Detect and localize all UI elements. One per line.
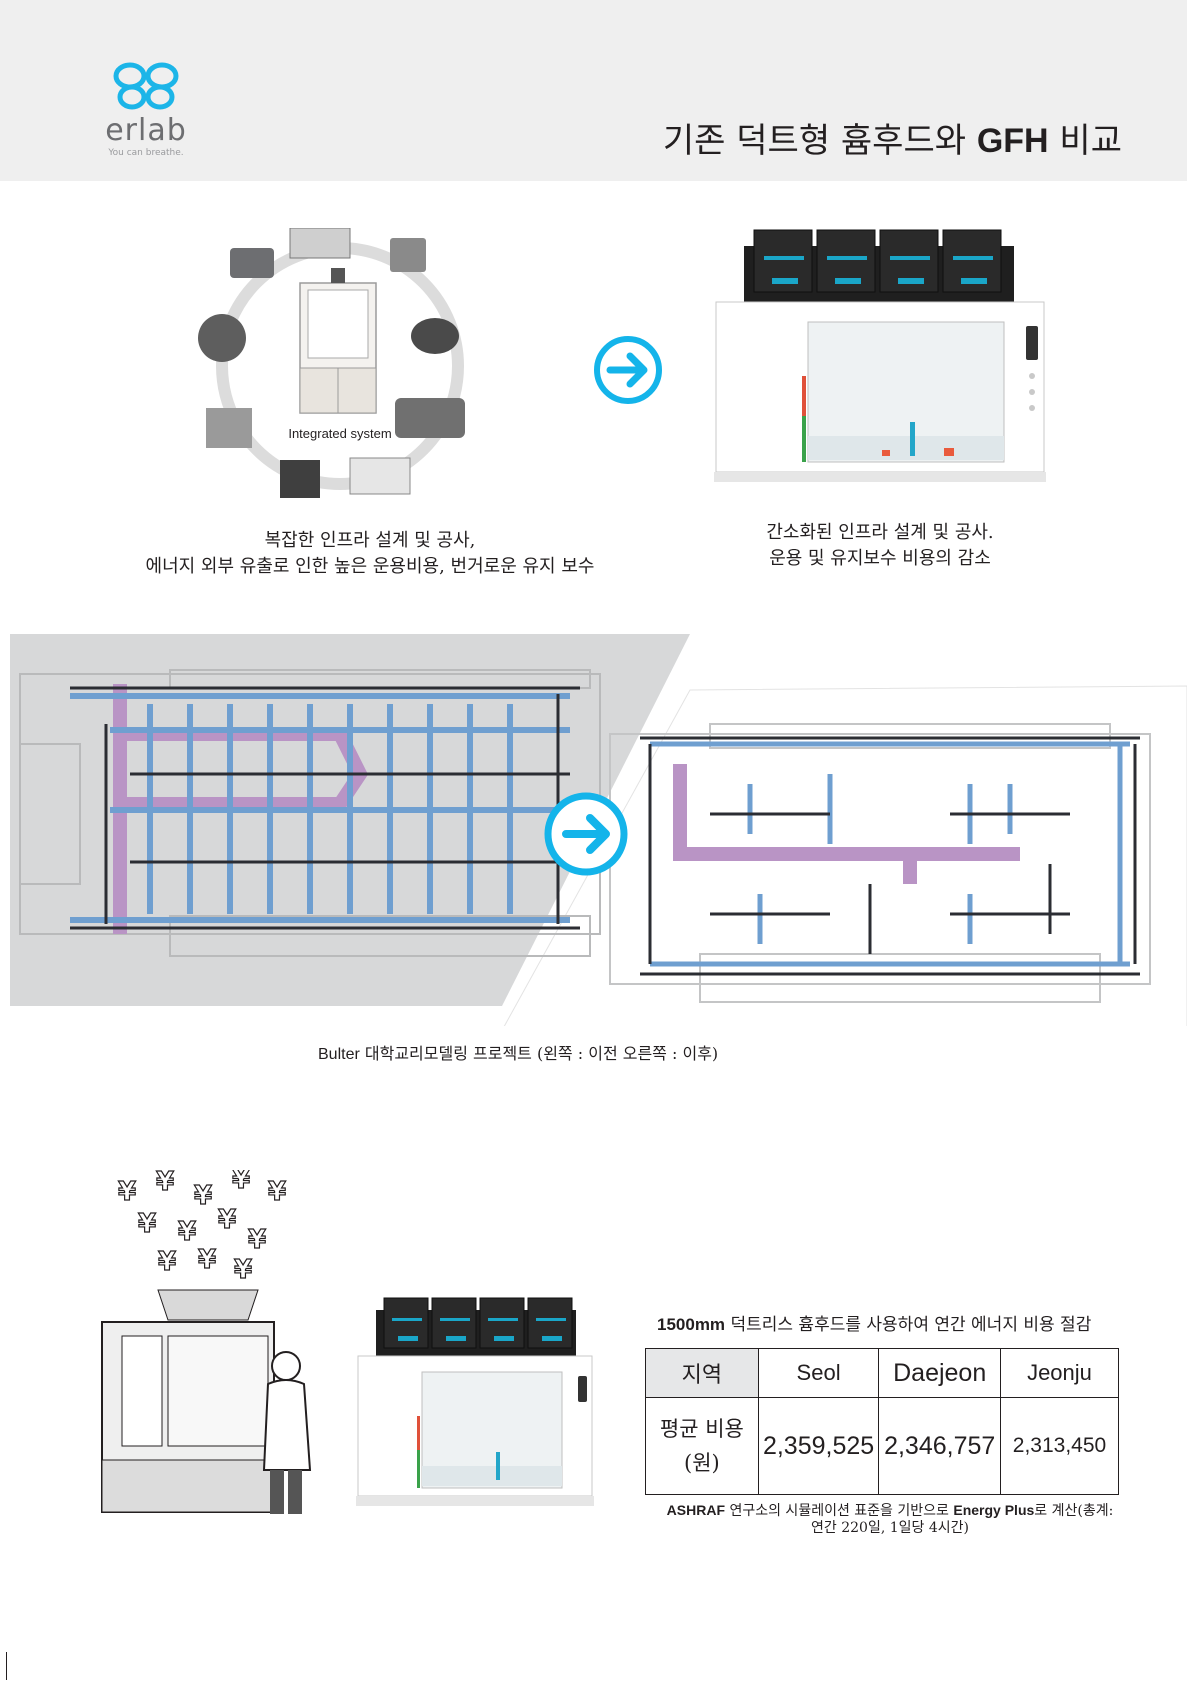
integrated-system-label: Integrated system	[288, 426, 391, 441]
svg-text:¥: ¥	[118, 1177, 136, 1207]
footnote-ko-2: 로 계산(총계: 연간 220일, 1일당 4시간)	[811, 1503, 1114, 1536]
title-ko-part1: 기존 덕트형 흄후드와	[662, 121, 977, 161]
svg-text:¥: ¥	[158, 1247, 176, 1277]
gfh-ductless-fumehood-image-small	[356, 1297, 594, 1506]
left-caption: 복잡한 인프라 설계 및 공사, 에너지 외부 유출로 인한 높은 운용비용, …	[130, 528, 610, 580]
right-caption: 간소화된 인프라 설계 및 공사. 운용 및 유지보수 비용의 감소	[720, 520, 1040, 572]
table-header-jeonju: Jeonju	[999, 1348, 1120, 1398]
plan-caption-ko: 대학교리모델링 프로젝트 (왼쪽 : 이전 오른쪽 : 이후)	[359, 1044, 719, 1063]
table-header-daejeon: Daejeon	[878, 1348, 1001, 1398]
svg-text:¥: ¥	[268, 1177, 286, 1207]
svg-text:¥: ¥	[194, 1181, 212, 1211]
footnote-ashraf: ASHRAF	[666, 1502, 726, 1518]
cost-table-title: 1500mm 덕트리스 흄후드를 사용하여 연간 에너지 비용 절감	[657, 1310, 1091, 1335]
svg-text:¥: ¥	[234, 1255, 252, 1285]
table-header-region: 지역	[645, 1348, 759, 1398]
svg-text:¥: ¥	[248, 1225, 266, 1255]
row-label-line1: 평균 비용	[659, 1417, 744, 1441]
left-caption-line1: 복잡한 인프라 설계 및 공사,	[264, 530, 476, 551]
table-header-row: 지역 Seol Daejeon Jeonju	[645, 1348, 1120, 1398]
plan-caption-en: Bulter	[318, 1046, 360, 1063]
integrated-system-illustration: Integrated system	[198, 228, 465, 498]
plan-caption: Bulter 대학교리모델링 프로젝트 (왼쪽 : 이전 오른쪽 : 이후)	[318, 1040, 718, 1064]
footnote-energyplus: Energy Plus	[953, 1502, 1035, 1518]
table-row-label: 평균 비용 (원)	[645, 1397, 759, 1495]
footnote-ko-1: 연구소의 시뮬레이션 표준을 기반으로	[725, 1503, 954, 1519]
title-gfh: GFH	[976, 122, 1049, 160]
left-caption-line2: 에너지 외부 유출로 인한 높은 운용비용, 번거로운 유지 보수	[145, 556, 595, 577]
page-edge-mark	[6, 1652, 7, 1680]
floor-plan-comparison	[10, 634, 1187, 1026]
table-cell-daejeon-cost: 2,346,757	[878, 1397, 1001, 1495]
page-header: erlab You can breathe. 기존 덕트형 흄후드와 GFH 비…	[0, 0, 1187, 181]
cost-table-title-ko: 덕트리스 흄후드를 사용하여 연간 에너지 비용 절감	[725, 1315, 1092, 1335]
svg-text:¥: ¥	[178, 1217, 196, 1247]
logo-tagline: You can breathe.	[108, 148, 184, 158]
logo-wordmark: erlab	[105, 113, 187, 148]
svg-text:¥: ¥	[198, 1245, 216, 1275]
svg-text:¥: ¥	[218, 1205, 236, 1235]
title-ko-part2: 비교	[1048, 121, 1122, 161]
table-footnote: ASHRAF 연구소의 시뮬레이션 표준을 기반으로 Energy Plus로 …	[660, 1502, 1120, 1537]
right-caption-line2: 운용 및 유지보수 비용의 감소	[769, 548, 991, 569]
table-cell-seoul-cost: 2,359,525	[757, 1397, 880, 1495]
gfh-ductless-fumehood-image	[714, 229, 1046, 482]
erlab-logo: erlab You can breathe.	[96, 60, 196, 160]
page-title: 기존 덕트형 흄후드와 GFH 비교	[663, 118, 1122, 164]
row-label-line2: (원)	[684, 1451, 720, 1475]
table-header-seoul: Seol	[757, 1348, 880, 1398]
cost-table-title-en: 1500mm	[657, 1315, 726, 1334]
table-row: 평균 비용 (원) 2,359,525 2,346,757 2,313,450	[645, 1397, 1120, 1495]
energy-cost-table: 지역 Seol Daejeon Jeonju 평균 비용 (원) 2,359,5…	[645, 1348, 1120, 1495]
svg-text:¥: ¥	[156, 1170, 174, 1197]
butterfly-logo-icon	[113, 62, 179, 110]
arrow-right-circle-icon	[594, 336, 662, 404]
svg-text:¥: ¥	[138, 1209, 156, 1239]
right-caption-line1: 간소화된 인프라 설계 및 공사.	[766, 522, 994, 543]
money-fumehood-illustration: ¥¥¥ ¥¥¥ ¥¥¥ ¥¥¥	[101, 1170, 312, 1514]
svg-text:¥: ¥	[232, 1170, 250, 1195]
arrow-right-circle-icon	[544, 792, 628, 876]
table-cell-jeonju-cost: 2,313,450	[999, 1397, 1120, 1495]
